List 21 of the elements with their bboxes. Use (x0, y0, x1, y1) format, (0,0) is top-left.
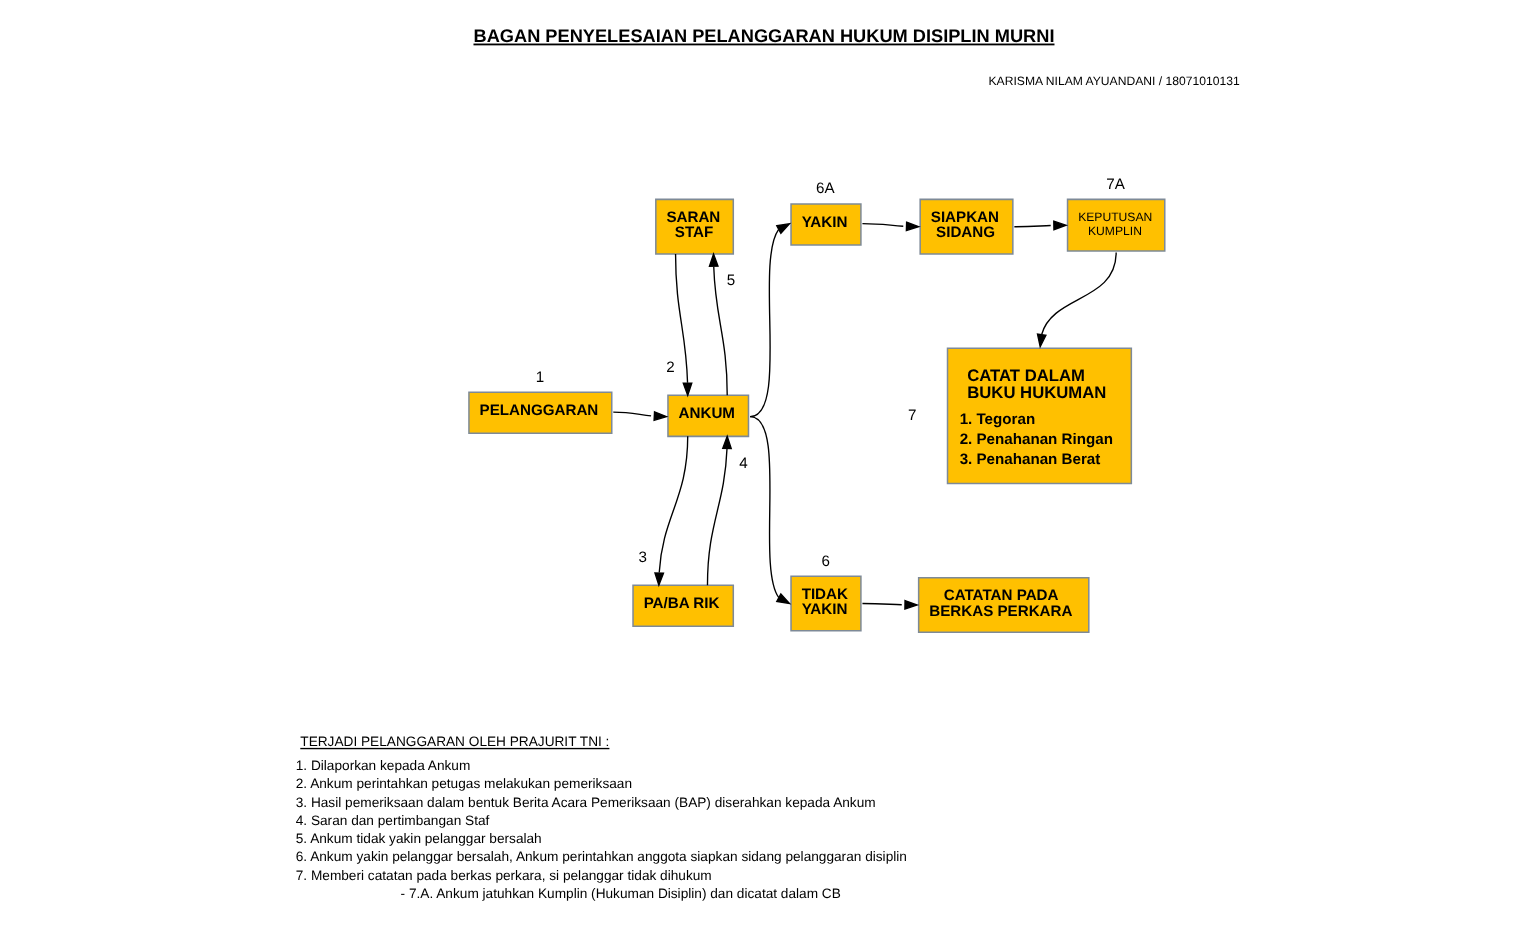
arrow (611, 410, 668, 422)
arrow (705, 434, 732, 586)
node-label: 7A (1105, 174, 1124, 193)
arrow (1012, 220, 1068, 231)
arrow (748, 222, 791, 418)
edge-label: 2 (665, 358, 674, 377)
arrow (860, 599, 919, 611)
node-label: 6 (820, 551, 829, 570)
node-label: 6A (815, 179, 834, 198)
node-label: 1 (534, 367, 544, 386)
arrow (1035, 251, 1116, 349)
arrow (748, 415, 791, 605)
arrow (707, 252, 727, 397)
arrow (860, 221, 920, 232)
node-label: 7 (907, 405, 916, 424)
arrow (673, 253, 692, 398)
edge-label: 3 (637, 547, 646, 566)
arrow (653, 435, 688, 588)
diagram-title: BAGAN PENYELESAIAN PELANGGARAN HUKUM DISIPLIN MURNI (472, 25, 1054, 46)
edge-label: 5 (725, 270, 735, 289)
edge-label: 4 (738, 453, 747, 472)
